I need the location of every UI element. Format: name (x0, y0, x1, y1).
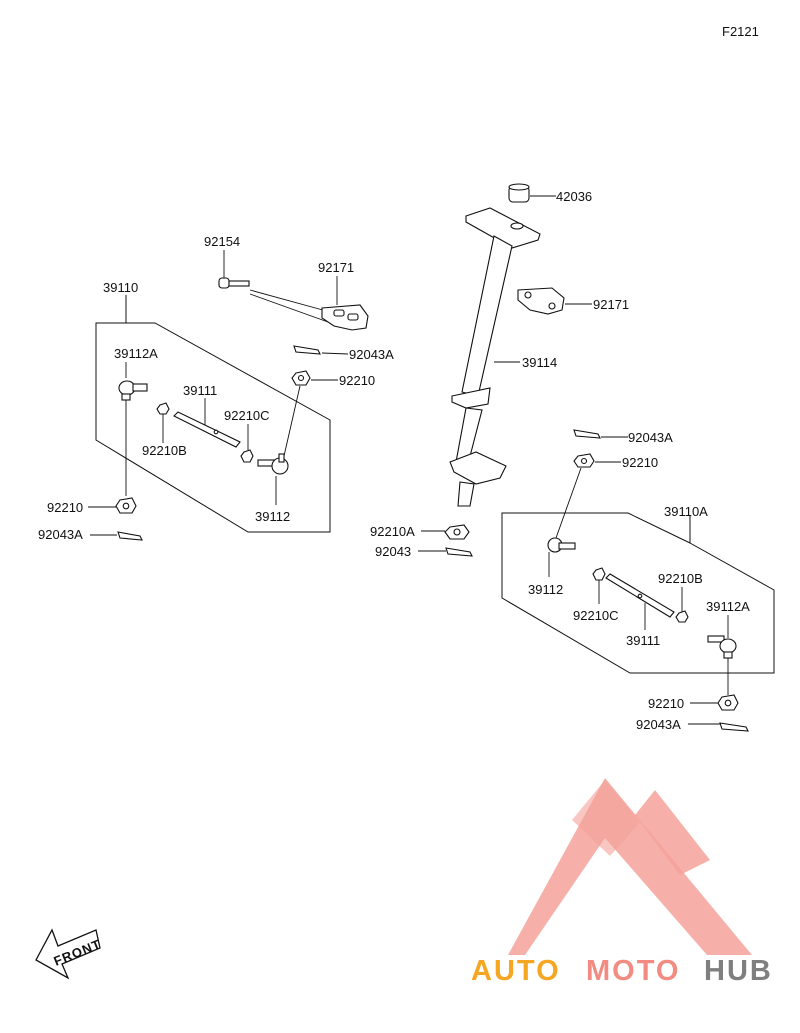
callout-92043a-4[interactable]: 92043A (636, 717, 681, 732)
cotter-pin-92043a-3-part[interactable] (573, 429, 601, 439)
watermark-auto: AUTO (471, 955, 561, 987)
cotter-pin-92043-part[interactable] (445, 547, 473, 557)
callout-39112-right[interactable]: 39112 (528, 582, 563, 597)
callout-39111-left[interactable]: 39111 (183, 383, 217, 398)
cotter-pin-92043a-1-part[interactable] (293, 345, 321, 355)
cotter-pin-92043a-2-part[interactable] (117, 531, 143, 541)
callout-39110a[interactable]: 39110A (664, 504, 708, 519)
callout-39112a-left[interactable]: 39112A (114, 346, 158, 361)
callout-92043[interactable]: 92043 (375, 544, 411, 559)
nut-92210-2-part[interactable] (115, 497, 137, 514)
front-arrow-icon: FRONT (35, 928, 103, 980)
callout-39112-left[interactable]: 39112 (255, 509, 290, 524)
watermark-logo-icon (508, 778, 752, 955)
callout-92210-3[interactable]: 92210 (622, 455, 658, 470)
watermark-text: AUTO MOTO HUB (471, 955, 773, 987)
nut-92210-4-part[interactable] (717, 694, 739, 711)
callout-92210c-left[interactable]: 92210C (224, 408, 270, 423)
callout-92043a-1[interactable]: 92043A (349, 347, 394, 362)
callout-92210-1[interactable]: 92210 (339, 373, 375, 388)
callout-92210a[interactable]: 92210A (370, 524, 415, 539)
callout-39111-right[interactable]: 39111 (626, 633, 660, 648)
watermark-hub: HUB (704, 955, 773, 987)
cotter-pin-92043a-4-part[interactable] (719, 722, 749, 732)
tie-rod-end-39112-left-part[interactable] (257, 453, 289, 475)
callout-39114[interactable]: 39114 (522, 355, 557, 370)
nut-92210a-part[interactable] (444, 524, 470, 540)
steering-shaft-39114-part[interactable] (449, 207, 541, 507)
clamp-92171-right-part[interactable] (517, 287, 565, 315)
callout-92154[interactable]: 92154 (204, 234, 240, 249)
callout-92043a-2[interactable]: 92043A (38, 527, 83, 542)
rod-39111-right-part[interactable] (605, 573, 675, 618)
callout-92210-2[interactable]: 92210 (47, 500, 83, 515)
callout-92210c-right[interactable]: 92210C (573, 608, 619, 623)
callout-39112a-right[interactable]: 39112A (706, 599, 750, 614)
tie-rod-assembly-frame-right (501, 512, 775, 674)
callout-92171-left[interactable]: 92171 (318, 260, 354, 275)
clamp-92171-left-part[interactable] (321, 304, 369, 331)
tie-rod-end-39112-right-part[interactable] (547, 537, 576, 553)
nut-92210c-right-part[interactable] (592, 567, 606, 581)
nut-92210b-right-part[interactable] (675, 610, 689, 623)
watermark-moto: MOTO (586, 955, 680, 987)
nut-92210-1-part[interactable] (291, 370, 311, 386)
rod-39111-left-part[interactable] (173, 411, 241, 448)
callout-92171-right[interactable]: 92171 (593, 297, 629, 312)
nut-92210c-left-part[interactable] (240, 449, 254, 463)
figure-code: F2121 (722, 24, 759, 39)
callout-92210-4[interactable]: 92210 (648, 696, 684, 711)
bolt-92154-part[interactable] (218, 277, 250, 289)
tie-rod-assembly-frame-left (95, 295, 331, 533)
callout-42036[interactable]: 42036 (556, 189, 592, 204)
nut-92210-3-part[interactable] (573, 453, 595, 468)
callout-39110[interactable]: 39110 (103, 280, 138, 295)
callout-92210b-right[interactable]: 92210B (658, 571, 703, 586)
callout-92043a-3[interactable]: 92043A (628, 430, 673, 445)
tie-rod-end-39112a-left-part[interactable] (118, 380, 148, 401)
nut-92210b-left-part[interactable] (156, 402, 170, 415)
callout-92210b-left[interactable]: 92210B (142, 443, 187, 458)
tie-rod-end-39112a-right-part[interactable] (707, 635, 737, 659)
bushing-42036-part[interactable] (508, 183, 530, 203)
